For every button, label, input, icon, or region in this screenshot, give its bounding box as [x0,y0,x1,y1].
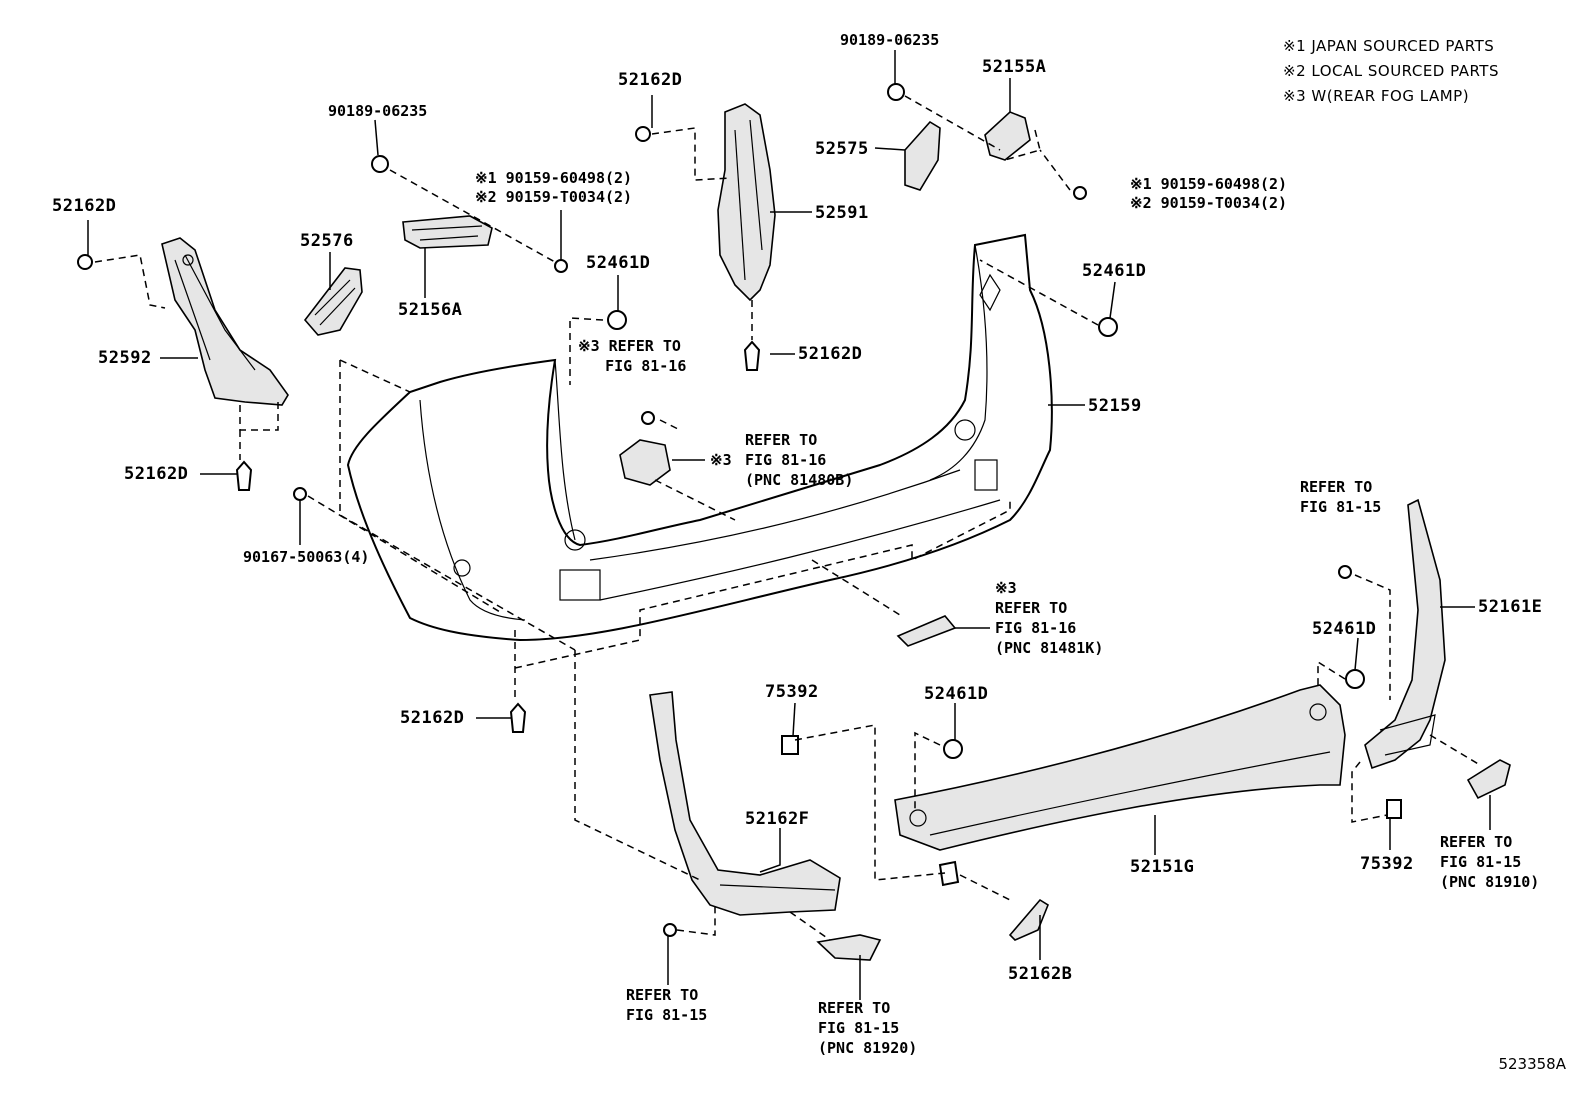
part-label-90159-60498[interactable]: ※1 90159-60498(2) [475,169,633,187]
ref-note-fig-81-15-pnc-81910[interactable]: REFER TO FIG 81-15 (PNC 81910) [1440,833,1540,891]
bracket-52575[interactable] [904,120,941,191]
ref-note-fig-81-16-pnc-81481k[interactable]: ※3 REFER TO FIG 81-16 (PNC 81481K) [995,579,1104,657]
part-label-75392[interactable]: 75392 [1360,854,1414,874]
bumper-cover-52159[interactable] [346,233,1053,642]
part-label-52575[interactable]: 52575 [815,139,869,159]
push-clip-icon [743,340,761,371]
fog-lamp-mount[interactable] [619,439,671,486]
part-label-52156A[interactable]: 52156A [398,300,463,320]
nut-icon [371,155,389,173]
ref-note-fig-81-16-pnc-81480b[interactable]: REFER TO FIG 81-16 (PNC 81480B) [745,431,854,489]
part-label-52461D[interactable]: 52461D [1082,261,1147,281]
fasteners [77,83,1402,937]
legend-item-fog: ※3 W(REAR FOG LAMP) [1283,87,1470,105]
screw-icon [293,487,307,501]
ref-note-fig-81-15[interactable]: REFER TO FIG 81-15 [626,986,708,1024]
screw-icon [1338,565,1352,579]
part-label-52576[interactable]: 52576 [300,231,354,251]
clip-75392-icon [781,735,799,755]
part-label-52592[interactable]: 52592 [98,348,152,368]
part-label-52159[interactable]: 52159 [1088,396,1142,416]
part-label-52151G[interactable]: 52151G [1130,857,1195,877]
part-label-52162D[interactable]: 52162D [798,344,863,364]
cover-52162B[interactable] [1008,898,1049,941]
fog-lamp-lower[interactable] [896,615,957,647]
part-label-90189-06235[interactable]: 90189-06235 [328,102,428,120]
part-label-90159-60498[interactable]: ※1 90159-60498(2) [1130,175,1288,193]
screw-icon [663,923,677,937]
screw-icon [554,259,568,273]
protector-52151G[interactable] [894,684,1346,851]
part-label-52461D[interactable]: 52461D [1312,619,1377,639]
bracket-52155A[interactable] [984,111,1031,161]
part-label-52162D[interactable]: 52162D [124,464,189,484]
reflector-left[interactable] [816,934,882,961]
part-label-75392[interactable]: 75392 [765,682,819,702]
extension-52161E[interactable] [1364,498,1446,770]
grommet-icon [943,739,963,759]
clip-icon [77,254,93,270]
part-label-52162D[interactable]: 52162D [618,70,683,90]
part-label-52461D[interactable]: 52461D [924,684,989,704]
part-label-52161E[interactable]: 52161E [1478,597,1543,617]
push-clip-icon [235,460,253,491]
grommet-icon [1345,669,1365,689]
nut-icon [887,83,905,101]
part-label-52591[interactable]: 52591 [815,203,869,223]
part-label-52162D[interactable]: 52162D [52,196,117,216]
legend-item-local: ※2 LOCAL SOURCED PARTS [1283,62,1499,80]
ref-note-fig-81-16[interactable]: ※3 REFER TO FIG 81-16 [578,337,687,375]
bracket-52156A[interactable] [402,215,493,249]
reflector-right[interactable] [1466,759,1511,800]
part-label-52461D[interactable]: 52461D [586,253,651,273]
part-label-90159-T0034[interactable]: ※2 90159-T0034(2) [1130,194,1288,212]
part-label-52162F[interactable]: 52162F [745,809,810,829]
bracket-tab-icon [938,860,960,887]
clip-icon [635,126,651,142]
part-label-90189-06235[interactable]: 90189-06235 [840,31,940,49]
ref-note-fog-mark: ※3 [710,451,732,469]
legend-item-japan: ※1 JAPAN SOURCED PARTS [1283,37,1495,55]
push-clip-icon [509,702,527,733]
legend: ※1 JAPAN SOURCED PARTS ※2 LOCAL SOURCED … [1283,34,1499,109]
screw-icon [641,411,655,425]
grommet-icon [1098,317,1118,337]
retainer-52576[interactable] [303,267,363,336]
part-label-52155A[interactable]: 52155A [982,57,1047,77]
leader-lines [87,50,1491,1000]
extension-52162F[interactable] [649,691,841,916]
grommet-icon [607,310,627,330]
part-label-52162B[interactable]: 52162B [1008,964,1073,984]
diagram-id: 523358A [1498,1055,1566,1073]
screw-icon [1073,186,1087,200]
bracket-52592[interactable] [161,237,289,406]
ref-note-fig-81-15-pnc-81920[interactable]: REFER TO FIG 81-15 (PNC 81920) [818,999,918,1057]
part-label-90159-T0034[interactable]: ※2 90159-T0034(2) [475,188,633,206]
part-label-90167-50063[interactable]: 90167-50063(4) [243,548,370,566]
clip-75392-icon [1386,799,1402,819]
assembly-lines [94,95,1481,941]
ref-note-fig-81-15[interactable]: REFER TO FIG 81-15 [1300,478,1382,516]
bracket-52591[interactable] [717,103,776,302]
part-label-52162D[interactable]: 52162D [400,708,465,728]
